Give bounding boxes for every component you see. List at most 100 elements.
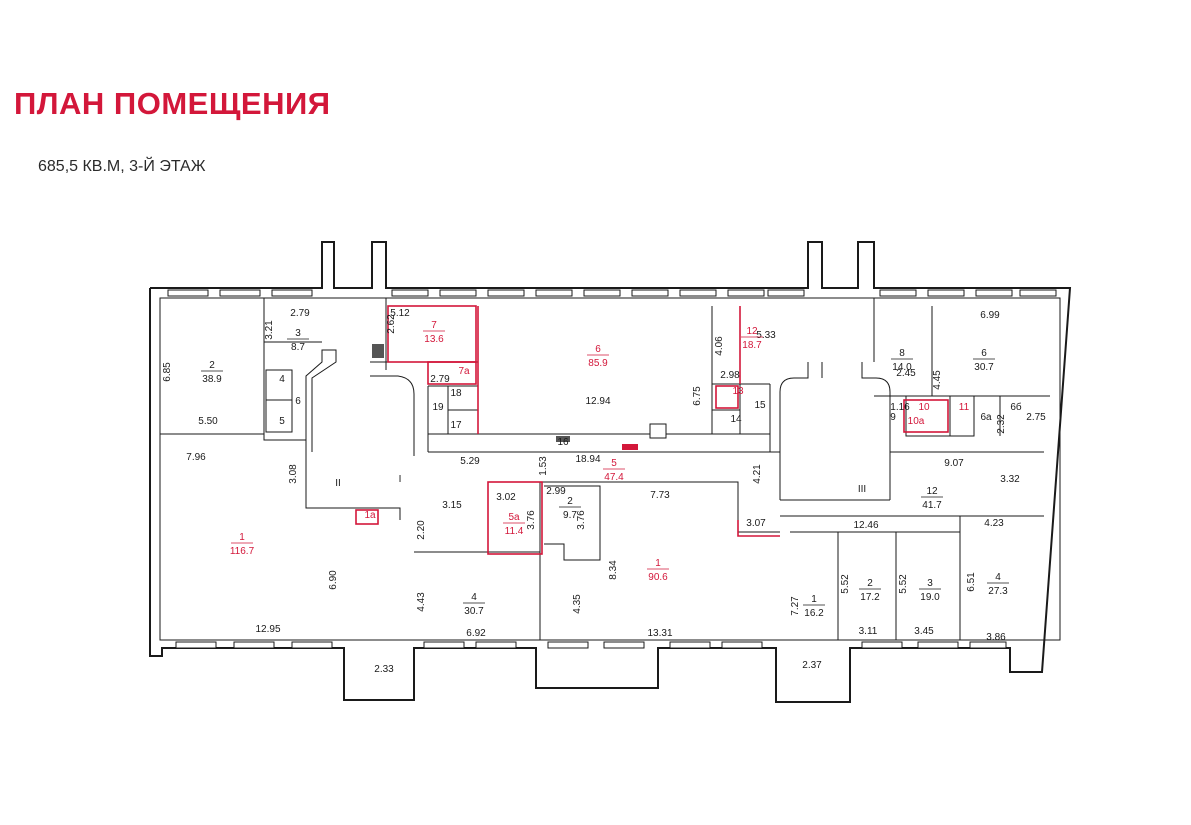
room-number: 3 <box>295 328 301 339</box>
room-area: 13.6 <box>424 334 444 345</box>
room-number: 1 <box>239 532 245 543</box>
dimension-label: 3.08 <box>288 464 299 484</box>
room-number: 4 <box>279 374 285 385</box>
room-label: 15 <box>754 400 766 411</box>
dimension-label: 3.11 <box>859 626 878 637</box>
dimension-label: 3.15 <box>442 500 462 511</box>
dimension-label: 5.52 <box>898 574 909 594</box>
room-label: 238.9 <box>201 360 223 385</box>
room-label: 430.7 <box>463 592 485 617</box>
dimension-label: 3.76 <box>576 510 587 530</box>
room-label: 4 <box>279 374 285 385</box>
dimension-label: 7.27 <box>790 596 801 616</box>
dimension-label: 4.06 <box>714 336 725 356</box>
room-number: 2 <box>567 496 573 507</box>
room-number: 9 <box>890 412 896 423</box>
dimension-label: 3.32 <box>1000 474 1020 485</box>
dimension-label: 13.31 <box>647 628 672 639</box>
room-number: 15 <box>754 400 766 411</box>
room-label: 19 <box>432 402 444 413</box>
dimension-label: 6.99 <box>980 310 1000 321</box>
room-label: 190.6 <box>647 558 669 583</box>
room-number: 13 <box>732 386 744 397</box>
dimension-label: 6.75 <box>692 386 703 406</box>
room-number: 19 <box>432 402 444 413</box>
dimension-label: 5.33 <box>756 330 776 341</box>
room-label: 217.2 <box>859 578 881 603</box>
room-number: 2 <box>867 578 873 589</box>
dimension-label: 2.45 <box>896 368 916 379</box>
room-number: 10a <box>908 416 925 427</box>
room-number: 18 <box>450 388 462 399</box>
room-number: 5 <box>611 458 617 469</box>
dimension-label: 2.75 <box>1026 412 1046 423</box>
room-area: 47.4 <box>604 472 624 483</box>
dimension-label: 2.37 <box>802 660 822 671</box>
dimension-label: 3.07 <box>746 518 766 529</box>
room-number: 3 <box>927 578 933 589</box>
room-label: 814.0 <box>891 348 913 373</box>
room-label: 10 <box>918 402 930 413</box>
dimension-label: 4.45 <box>932 370 943 390</box>
red-outlines <box>355 305 949 555</box>
page-title: ПЛАН ПОМЕЩЕНИЯ <box>14 86 331 121</box>
room-number: 4 <box>471 592 477 603</box>
room-label: 38.7 <box>287 328 309 353</box>
room-label: 6 <box>295 396 301 407</box>
room-number: 6 <box>981 348 987 359</box>
room-area: 27.3 <box>988 586 1008 597</box>
room-label: 1a <box>364 510 376 521</box>
room-number: 8 <box>899 348 905 359</box>
room-label: 9 <box>890 412 896 423</box>
dimension-label: 8.34 <box>608 560 619 580</box>
room-area: 30.7 <box>974 362 994 373</box>
dimension-label: 12.95 <box>255 624 280 635</box>
room-label: 6a <box>980 412 992 423</box>
dimension-label: 4.21 <box>752 464 763 484</box>
dimension-label: 2.33 <box>374 664 394 675</box>
room-area: 18.7 <box>742 340 762 351</box>
room-area: 90.6 <box>648 572 668 583</box>
room-number: 10 <box>918 402 930 413</box>
room-label: 16 <box>557 437 569 448</box>
room-label: 7a <box>458 366 470 377</box>
dimension-label: 3.45 <box>914 626 934 637</box>
room-label: 18 <box>450 388 462 399</box>
dimension-label: 1.16 <box>890 402 910 413</box>
room-number: 6 <box>295 396 301 407</box>
room-label: 5 <box>279 416 285 427</box>
room-number: 7 <box>431 320 437 331</box>
dimension-label: 2.79 <box>290 308 310 319</box>
hatched-markers <box>372 344 667 450</box>
room-label: 630.7 <box>973 348 995 373</box>
room-number: 12 <box>746 326 758 337</box>
dimension-label: 7.96 <box>186 452 206 463</box>
dimension-label: 3.86 <box>986 632 1006 643</box>
room-area: 38.9 <box>202 374 222 385</box>
room-label: 10a <box>908 416 925 427</box>
room-number: 1 <box>655 558 661 569</box>
dimension-label: 3.76 <box>526 510 537 530</box>
room-number: 1a <box>364 510 376 521</box>
dimension-label: 18.94 <box>575 454 600 465</box>
room-label: 427.3 <box>987 572 1009 597</box>
room-area: 8.7 <box>291 342 305 353</box>
room-label: 6б <box>1010 401 1022 413</box>
stair-label: III <box>858 484 866 495</box>
room-number: 16 <box>557 437 569 448</box>
room-label: 116.2 <box>803 594 825 619</box>
room-label: 29.7 <box>559 496 581 521</box>
room-label: 17 <box>450 420 462 431</box>
room-label: 713.6 <box>423 320 445 345</box>
dimension-label: 6.51 <box>966 572 977 592</box>
room-label: 14 <box>730 414 742 425</box>
dimension-label: 4.43 <box>416 592 427 612</box>
room-area: 30.7 <box>464 606 484 617</box>
room-number: 14 <box>730 414 742 425</box>
dimension-label: 3.21 <box>264 320 275 340</box>
room-label: 319.0 <box>919 578 941 603</box>
